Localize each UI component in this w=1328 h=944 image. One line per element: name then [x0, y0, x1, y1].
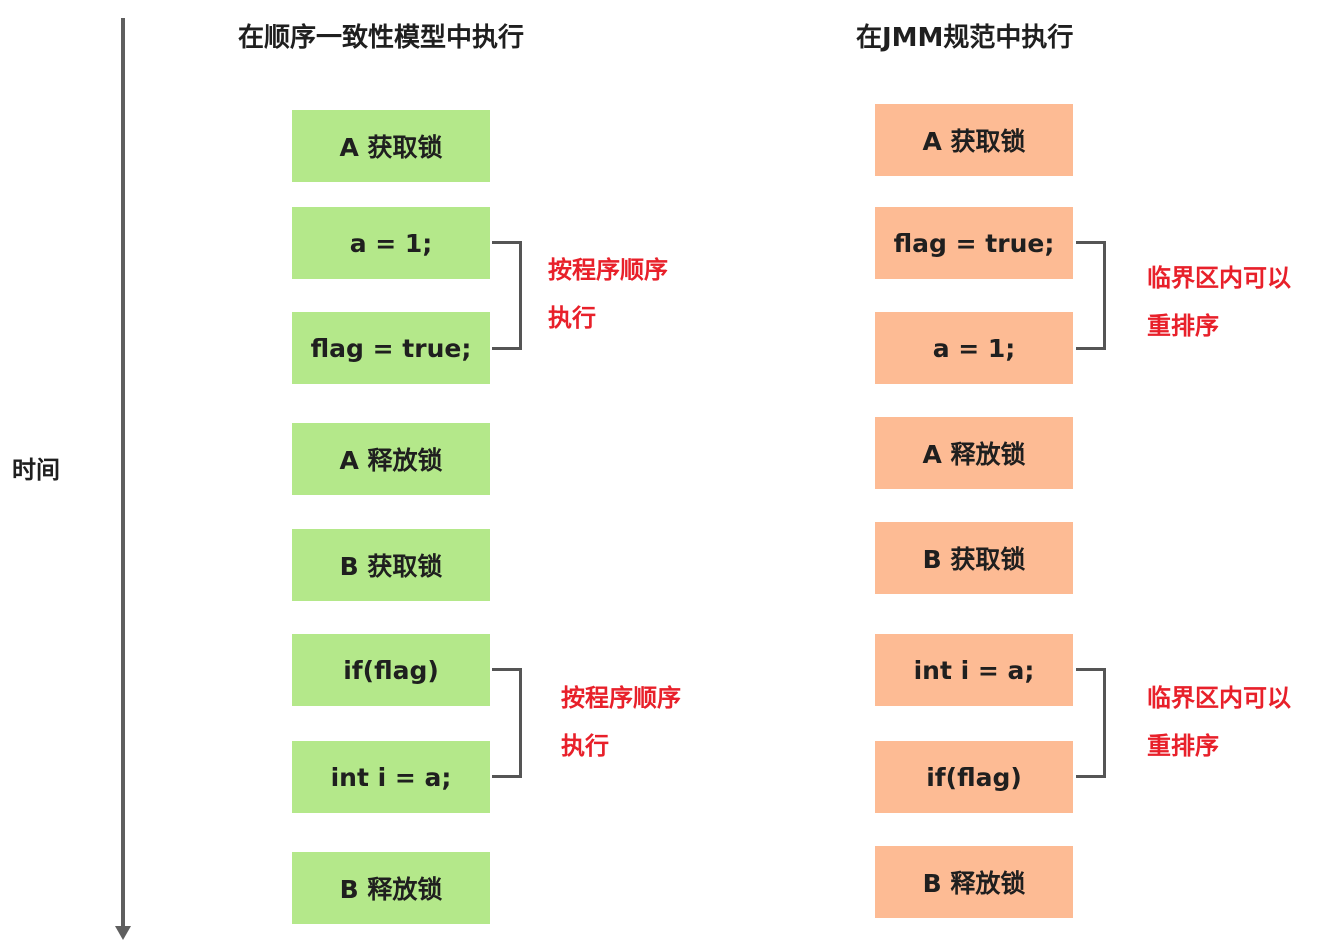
right-column-title: 在JMM规范中执行: [856, 23, 1074, 53]
left-step-read-a: int i = a;: [292, 741, 490, 813]
left-note-top-line2: 执行: [548, 304, 596, 332]
left-note-bottom: 按程序顺序 执行: [561, 674, 741, 770]
left-step-assign-flag: flag = true;: [292, 312, 490, 384]
right-note-top-line2: 重排序: [1147, 312, 1219, 340]
right-note-bottom: 临界区内可以 重排序: [1147, 674, 1327, 770]
time-axis-arrow-icon: [115, 926, 131, 940]
left-note-top-line1: 按程序顺序: [548, 256, 668, 284]
left-bracket-top: [492, 241, 522, 350]
left-step-lock-release-a: A 释放锁: [292, 423, 490, 495]
left-step-if-flag: if(flag): [292, 634, 490, 706]
time-axis-line: [121, 18, 125, 926]
right-step-lock-release-a: A 释放锁: [875, 417, 1073, 489]
right-note-bottom-line2: 重排序: [1147, 732, 1219, 760]
time-label: 时间: [12, 456, 60, 484]
left-note-top: 按程序顺序 执行: [548, 246, 728, 342]
right-step-lock-acquire-a: A 获取锁: [875, 104, 1073, 176]
right-step-assign-a: a = 1;: [875, 312, 1073, 384]
right-step-lock-release-b: B 释放锁: [875, 846, 1073, 918]
right-note-top: 临界区内可以 重排序: [1147, 254, 1327, 350]
right-note-top-line1: 临界区内可以: [1147, 264, 1291, 292]
right-step-if-flag: if(flag): [875, 741, 1073, 813]
left-bracket-bottom: [492, 668, 522, 778]
right-bracket-bottom: [1076, 668, 1106, 778]
left-step-lock-release-b: B 释放锁: [292, 852, 490, 924]
left-step-assign-a: a = 1;: [292, 207, 490, 279]
right-step-lock-acquire-b: B 获取锁: [875, 522, 1073, 594]
left-step-lock-acquire-b: B 获取锁: [292, 529, 490, 601]
left-note-bottom-line1: 按程序顺序: [561, 684, 681, 712]
left-column-title: 在顺序一致性模型中执行: [238, 23, 525, 53]
right-note-bottom-line1: 临界区内可以: [1147, 684, 1291, 712]
left-step-lock-acquire-a: A 获取锁: [292, 110, 490, 182]
right-bracket-top: [1076, 241, 1106, 350]
right-step-read-a: int i = a;: [875, 634, 1073, 706]
left-note-bottom-line2: 执行: [561, 732, 609, 760]
right-step-assign-flag: flag = true;: [875, 207, 1073, 279]
